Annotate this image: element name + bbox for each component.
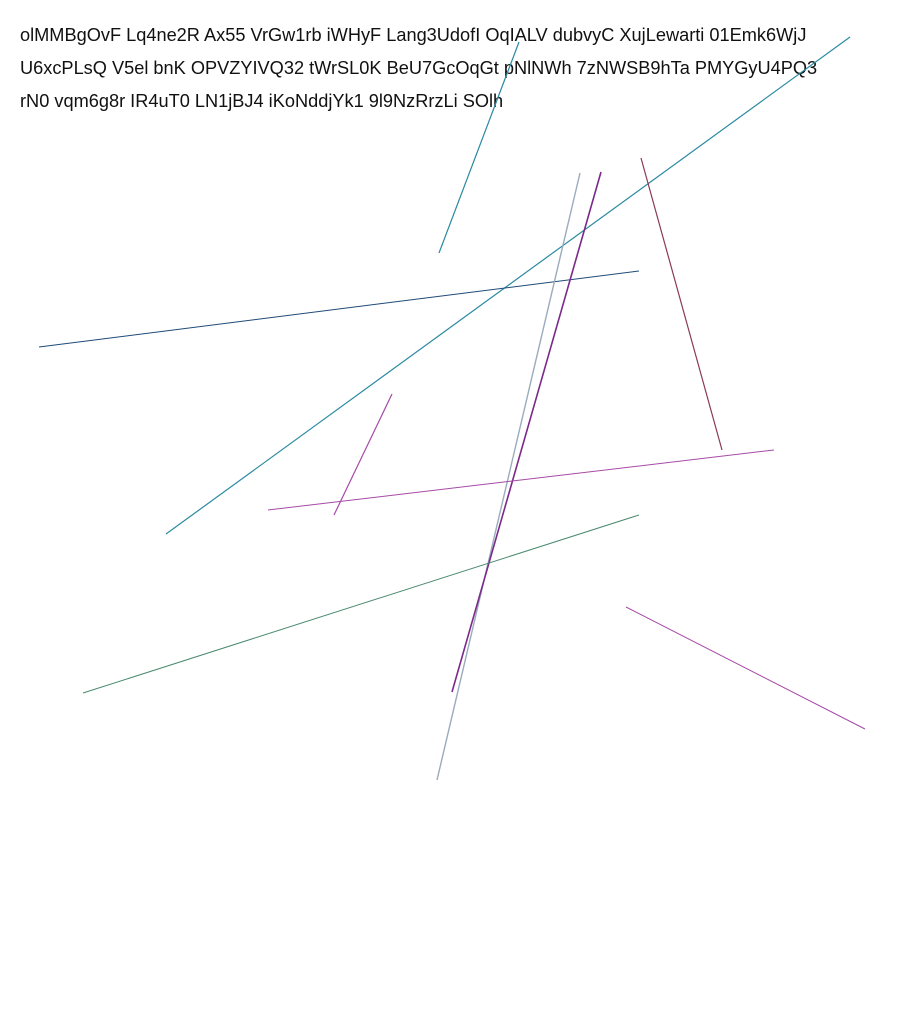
text-line-3: rN0 vqm6g8r IR4uT0 LN1jBJ4 iKoNddjYk1 9l… (20, 91, 504, 111)
magenta-line-right (625, 606, 866, 730)
magenta-line-long (267, 449, 775, 511)
maroon-line (640, 157, 723, 451)
green-line (82, 514, 640, 694)
magenta-line-short (333, 393, 393, 516)
slate-line (436, 172, 581, 781)
navy-line (38, 270, 640, 348)
text-line-2: U6xcPLsQ V5el bnK OPVZYIVQ32 tWrSL0K BeU… (20, 58, 818, 78)
purple-line (451, 171, 602, 693)
text-line-1: olMMBgOvF Lq4ne2R Ax55 VrGw1rb iWHyF Lan… (20, 25, 807, 45)
text-block: olMMBgOvF Lq4ne2R Ax55 VrGw1rb iWHyF Lan… (20, 19, 910, 118)
